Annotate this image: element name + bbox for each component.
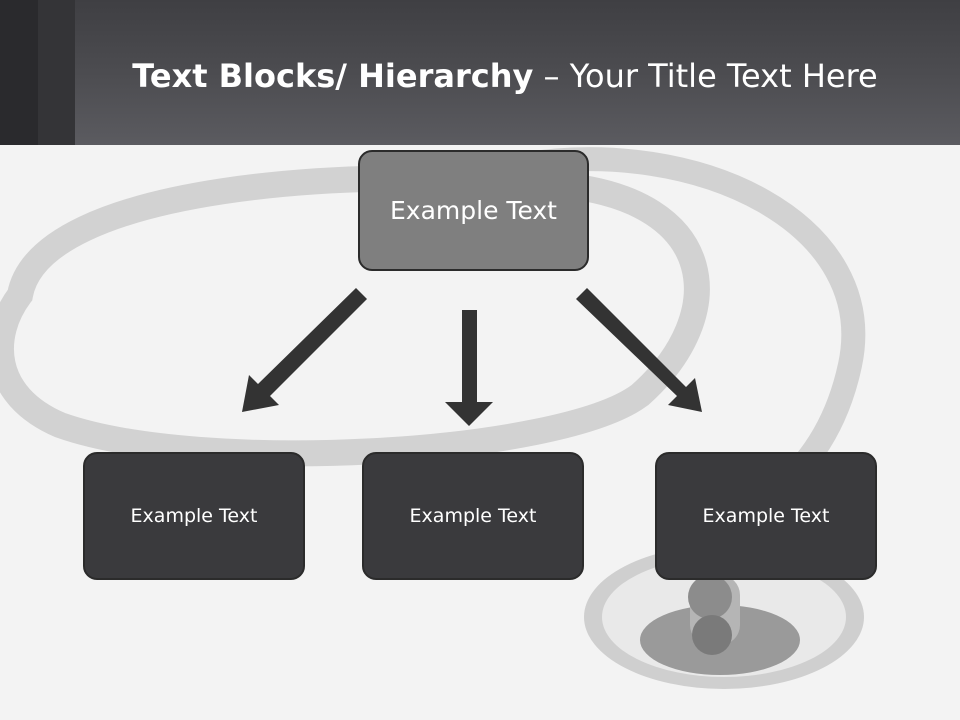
child-box-label: Example Text	[130, 505, 258, 527]
child-box-label: Example Text	[409, 505, 537, 527]
stethoscope-background-image	[0, 147, 866, 689]
slide-title: Text Blocks/ Hierarchy – Your Title Text…	[75, 52, 935, 100]
top-level-box-label: Example Text	[390, 196, 557, 225]
child-box-label: Example Text	[702, 505, 830, 527]
arrow-to-middle-box	[445, 310, 493, 426]
title-bar: Text Blocks/ Hierarchy – Your Title Text…	[0, 0, 960, 145]
child-box-middle: Example Text	[362, 452, 584, 580]
arrow-to-left-box	[242, 288, 367, 412]
top-level-box: Example Text	[358, 150, 589, 271]
child-box-left: Example Text	[83, 452, 305, 580]
title-bold-part: Text Blocks/ Hierarchy	[132, 57, 534, 95]
header-accent-stripe	[38, 0, 75, 145]
header-accent-stripe	[0, 0, 38, 145]
child-box-right: Example Text	[655, 452, 877, 580]
arrow-to-right-box	[576, 288, 702, 412]
title-regular-part: – Your Title Text Here	[533, 57, 878, 95]
